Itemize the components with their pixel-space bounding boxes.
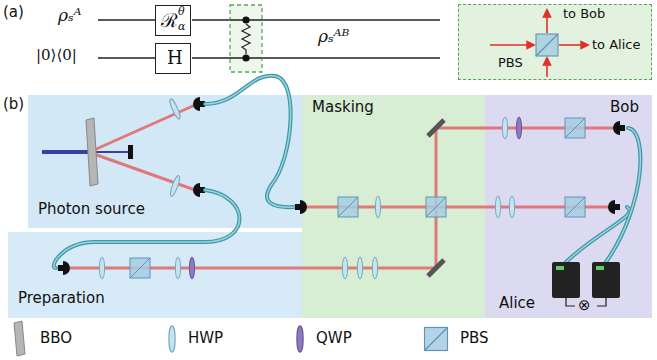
legend-bbo-icon <box>14 321 25 356</box>
circuit-wires <box>98 20 440 58</box>
hwp <box>175 257 180 279</box>
label: ρₛᴬ <box>58 6 81 26</box>
gate-frame <box>230 5 262 72</box>
source-region: Photon source <box>28 95 302 228</box>
pbs-cube <box>565 118 585 138</box>
label: (b) <box>3 96 24 113</box>
node-text: ℛ <box>161 10 178 32</box>
hwp <box>372 257 377 279</box>
interaction-zigzag <box>242 24 250 54</box>
hwp <box>375 196 380 218</box>
legend-pbs-icon <box>425 328 448 351</box>
pbs-cube <box>536 34 558 56</box>
node-text: θ <box>178 6 185 19</box>
label: (a) <box>3 4 24 21</box>
legend-text: PBS <box>460 330 489 347</box>
pbs-cube <box>338 197 358 217</box>
hwp <box>495 196 500 218</box>
pbs-cube <box>130 258 150 278</box>
beam-dump <box>128 145 133 159</box>
control-dot <box>242 16 249 23</box>
legend-text: HWP <box>188 330 223 347</box>
node-text: to Alice <box>592 38 640 53</box>
qwp <box>516 117 521 139</box>
node-text: Alice <box>499 295 535 312</box>
control-dot <box>242 54 249 61</box>
node-text: Preparation <box>18 290 105 307</box>
label: ρₛᴬᴮ <box>318 27 349 47</box>
preparation-region: Preparation <box>8 232 302 318</box>
node-text: to Bob <box>563 7 605 22</box>
pump-beam <box>94 151 128 153</box>
hwp <box>357 257 362 279</box>
gate-box: ℛθα <box>155 5 191 36</box>
gate-box: H <box>155 43 191 74</box>
node-text: PBS <box>498 56 523 71</box>
label: |0⟩⟨0| <box>36 47 77 64</box>
hwp <box>509 196 514 218</box>
qwp <box>189 257 194 279</box>
hwp <box>502 117 507 139</box>
legend-text: BBO <box>40 330 72 347</box>
node-text: Bob <box>610 99 639 116</box>
legend-text: QWP <box>316 330 352 347</box>
legend-qwp-icon <box>297 326 303 352</box>
pbs-cube <box>565 197 585 217</box>
hwp <box>342 257 347 279</box>
node-text: H <box>167 48 183 69</box>
pump-beam <box>42 150 88 154</box>
label: ⊗ <box>578 297 591 314</box>
node-text: Photon source <box>38 201 145 218</box>
pbs-cube <box>426 197 446 217</box>
node-text: α <box>178 21 185 34</box>
node-text: Masking <box>312 99 374 116</box>
legend-hwp-icon <box>169 326 175 352</box>
hwp <box>99 257 104 279</box>
